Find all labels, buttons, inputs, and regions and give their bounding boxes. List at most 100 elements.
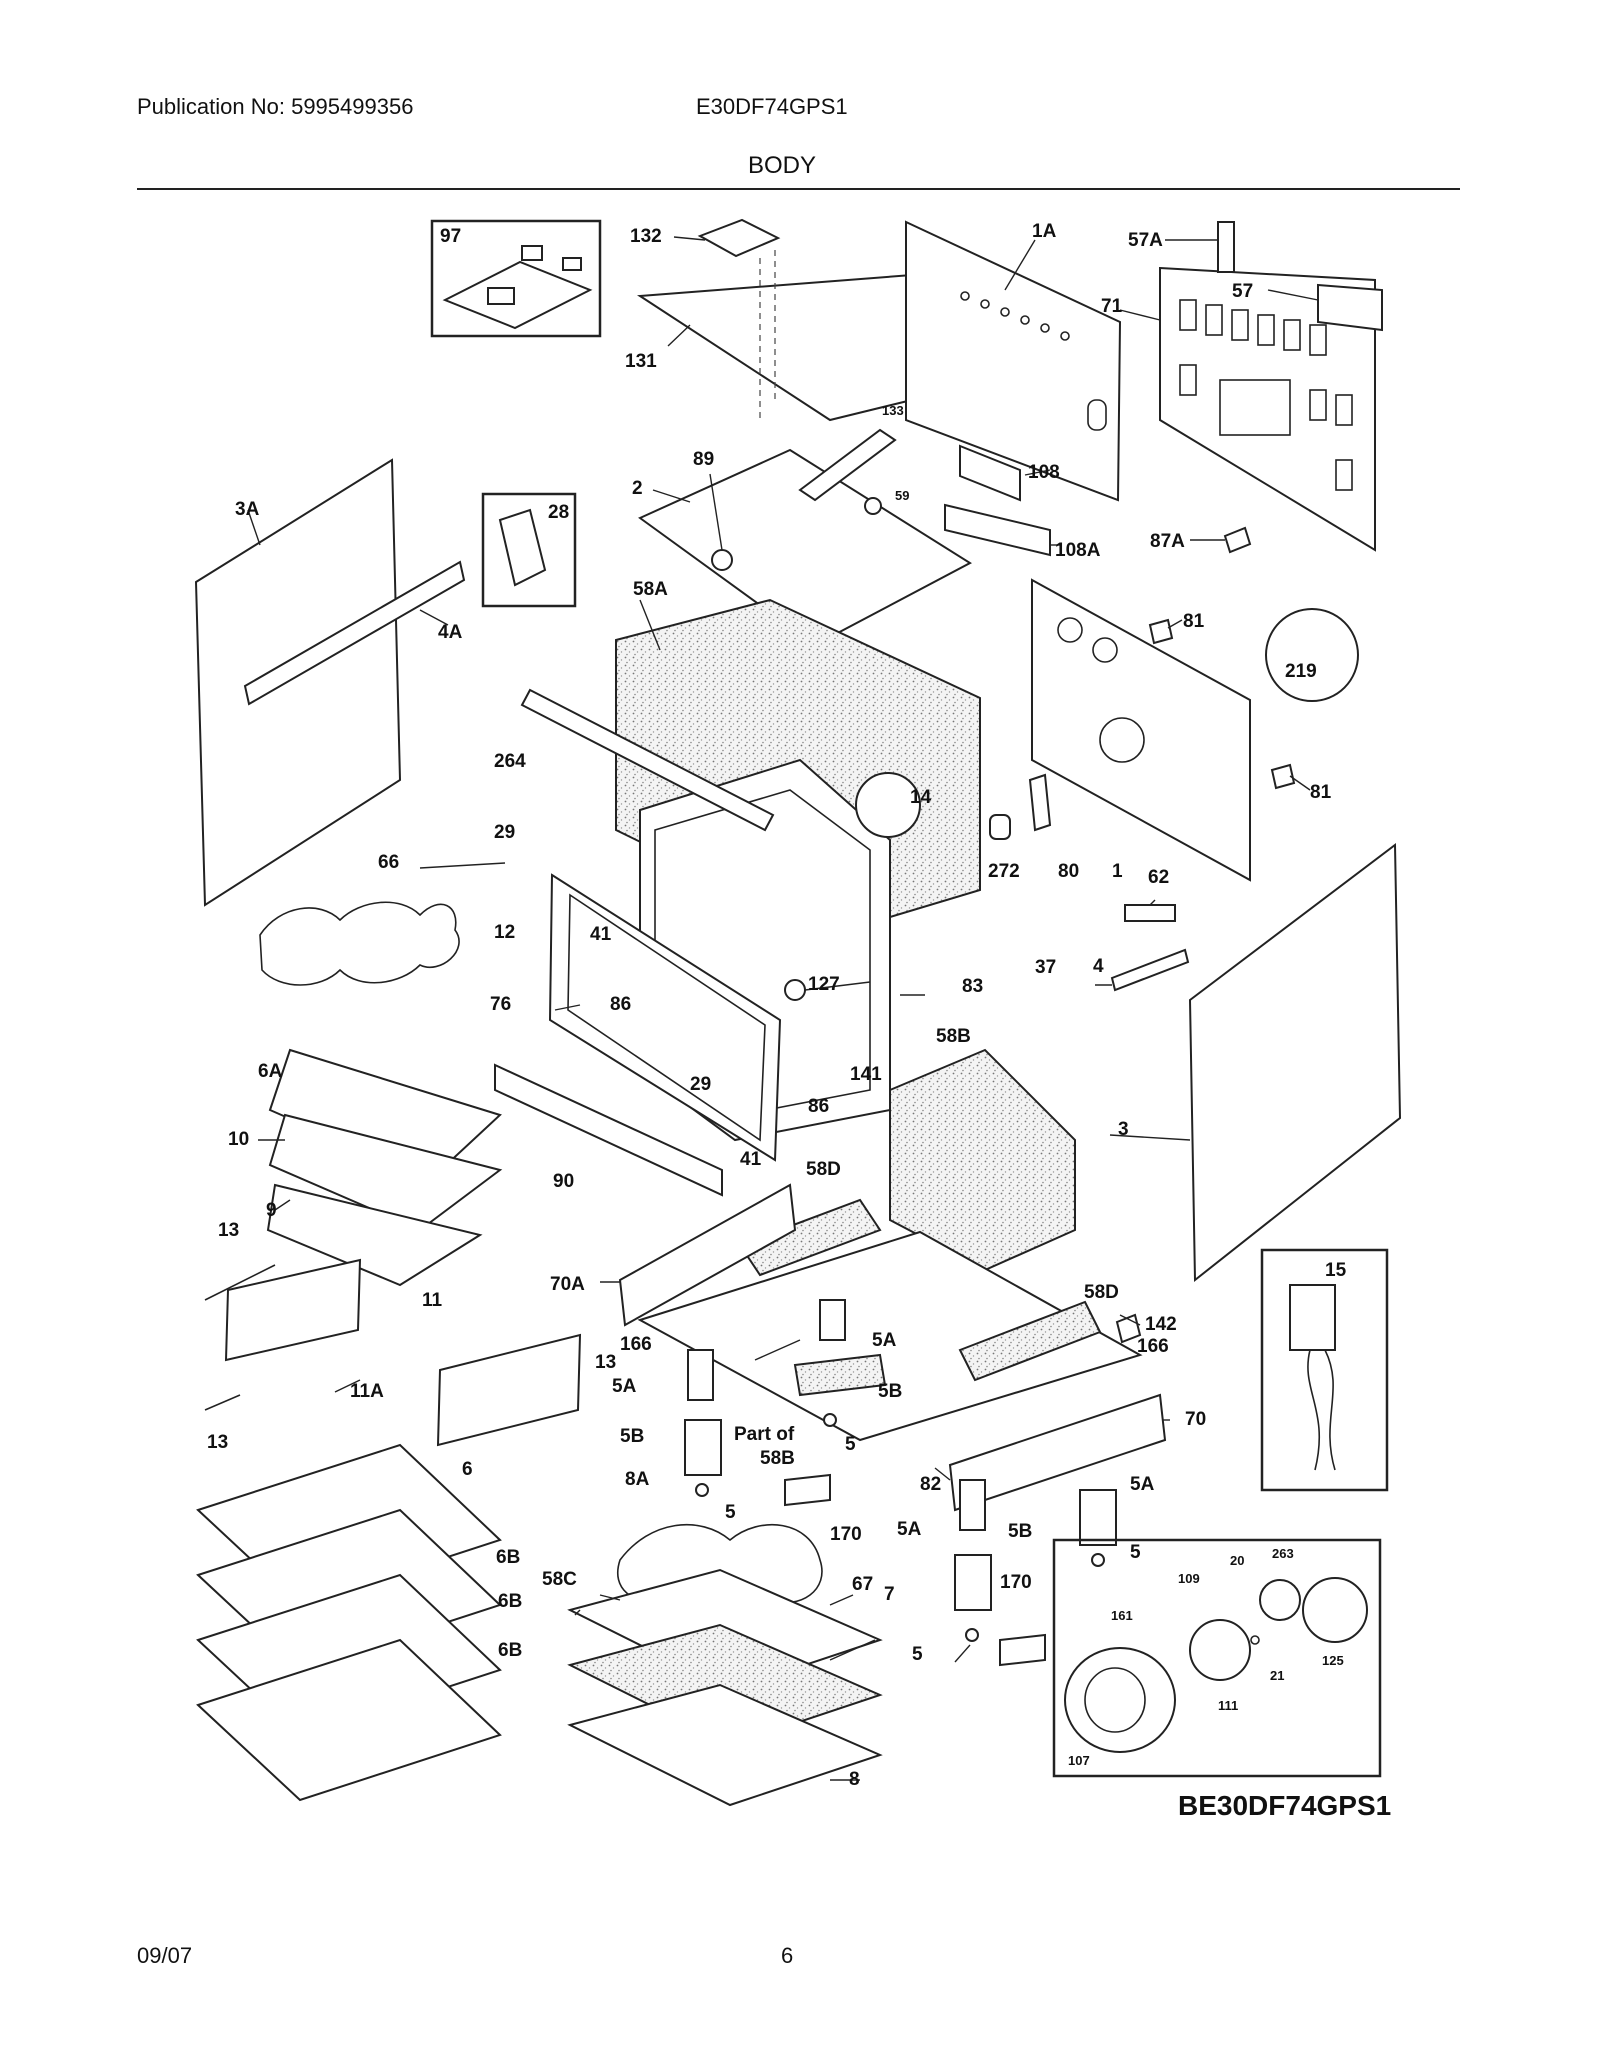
- label-3A: 3A: [235, 499, 260, 520]
- part-62: [1124, 904, 1176, 922]
- part-1-rear-frame: [1031, 578, 1251, 882]
- label-86-upper: 86: [610, 994, 631, 1015]
- label-76: 76: [490, 994, 511, 1015]
- part-58D-right: [958, 1300, 1102, 1382]
- part-80: [1028, 773, 1052, 832]
- label-5B-center: 5B: [878, 1381, 902, 1402]
- part-8-bottom-plate: [567, 1683, 883, 1807]
- label-58D-right: 58D: [1084, 1282, 1119, 1303]
- label-6B-a: 6B: [496, 1547, 520, 1568]
- part-108A: [944, 503, 1051, 557]
- label-81-lower: 81: [1310, 782, 1332, 803]
- label-83: 83: [962, 976, 983, 997]
- part-6B-oven-rack-c: [196, 1638, 502, 1802]
- part-57: [1317, 283, 1383, 332]
- label-87A: 87A: [1150, 531, 1185, 552]
- label-170-upper: 170: [830, 1524, 862, 1545]
- part-70A-channel: [618, 1183, 797, 1327]
- part-170-lower: [999, 1633, 1046, 1667]
- label-127: 127: [808, 974, 840, 995]
- label-80: 80: [1058, 861, 1079, 882]
- label-97: 97: [440, 226, 461, 247]
- part-66-broil-element: [259, 901, 460, 986]
- label-70: 70: [1185, 1409, 1206, 1430]
- part-4A-rail: [243, 560, 466, 706]
- part-11A-rack-guide: [224, 1258, 362, 1362]
- label-15: 15: [1325, 1260, 1347, 1281]
- part-1A-holes: [960, 291, 1107, 431]
- label-13-right: 13: [595, 1352, 616, 1373]
- inset-convection-fan: [1052, 1538, 1382, 1778]
- part-of-58B-block: [793, 1353, 887, 1397]
- label-108A: 108A: [1055, 540, 1101, 561]
- part-labels: 97 132 131 1A 57A 57 71 133 89 2 59 108 …: [207, 221, 1347, 1790]
- label-263: 263: [1272, 1546, 1294, 1561]
- part-1A-back-panel: [905, 220, 1122, 502]
- label-1A: 1A: [1032, 221, 1057, 242]
- label-5-right: 5: [1130, 1542, 1141, 1563]
- label-131: 131: [625, 351, 657, 372]
- label-58B: 58B: [936, 1026, 971, 1047]
- section-title: BODY: [748, 152, 817, 179]
- label-125: 125: [1322, 1653, 1344, 1668]
- label-132: 132: [630, 226, 662, 247]
- label-111: 111: [1218, 1698, 1238, 1713]
- label-109: 109: [1178, 1571, 1200, 1586]
- label-5A-right: 5A: [1130, 1474, 1155, 1495]
- part-71-vent-panel: [1159, 266, 1376, 552]
- footer-page-number: 6: [781, 1943, 794, 1968]
- label-6B-b: 6B: [498, 1591, 522, 1612]
- label-11A: 11A: [350, 1381, 384, 1402]
- part-264: [520, 688, 775, 832]
- part-11-rack-guide: [436, 1333, 582, 1447]
- part-3-side-panel: [1188, 843, 1402, 1283]
- label-264: 264: [494, 751, 526, 772]
- label-8A: 8A: [625, 1469, 650, 1490]
- part-13-strip-b: [204, 1394, 241, 1411]
- part-133: [798, 428, 897, 502]
- part-13-strip-a: [204, 1264, 276, 1301]
- label-133: 133: [882, 403, 904, 418]
- label-170-lower: 170: [1000, 1572, 1032, 1593]
- label-108: 108: [1028, 462, 1060, 483]
- part-108: [959, 444, 1021, 502]
- inset-15-sensor: [1260, 1248, 1389, 1492]
- label-57A: 57A: [1128, 230, 1163, 251]
- label-272: 272: [988, 861, 1020, 882]
- label-20: 20: [1230, 1553, 1244, 1568]
- label-141: 141: [850, 1064, 882, 1085]
- label-9: 9: [266, 1200, 277, 1221]
- label-5A-lower: 5A: [897, 1519, 922, 1540]
- inset-97-control-board: [430, 219, 602, 338]
- label-142: 142: [1145, 1314, 1177, 1335]
- part-59: [864, 497, 882, 515]
- label-219: 219: [1285, 661, 1317, 682]
- label-21: 21: [1270, 1668, 1284, 1683]
- label-13-top: 13: [218, 1220, 239, 1241]
- label-7: 7: [884, 1584, 895, 1605]
- part-81-lower: [1270, 763, 1296, 790]
- label-58C: 58C: [542, 1569, 577, 1590]
- label-6B-c: 6B: [498, 1640, 522, 1661]
- part-170-upper: [784, 1473, 831, 1507]
- label-62: 62: [1148, 867, 1169, 888]
- part-90-trim: [494, 1063, 723, 1197]
- label-1: 1: [1112, 861, 1123, 882]
- label-5B-right: 5B: [1008, 1521, 1032, 1542]
- part-70-channel: [948, 1393, 1167, 1512]
- label-41-upper: 41: [590, 924, 612, 945]
- label-5A-left: 5A: [612, 1376, 637, 1397]
- part-14-callout: [855, 772, 921, 838]
- label-11: 11: [422, 1290, 443, 1311]
- publication-number: Publication No: 5995499356: [137, 94, 414, 119]
- label-6A: 6A: [258, 1061, 283, 1082]
- label-89: 89: [693, 449, 714, 470]
- label-29-upper: 29: [494, 822, 515, 843]
- label-5-lower: 5: [912, 1644, 923, 1665]
- part-87A: [1223, 526, 1252, 554]
- label-13-bottom: 13: [207, 1432, 228, 1453]
- label-part-of-line1: Part of: [734, 1424, 795, 1445]
- part-9-broil-pan: [266, 1183, 483, 1287]
- label-2: 2: [632, 478, 643, 499]
